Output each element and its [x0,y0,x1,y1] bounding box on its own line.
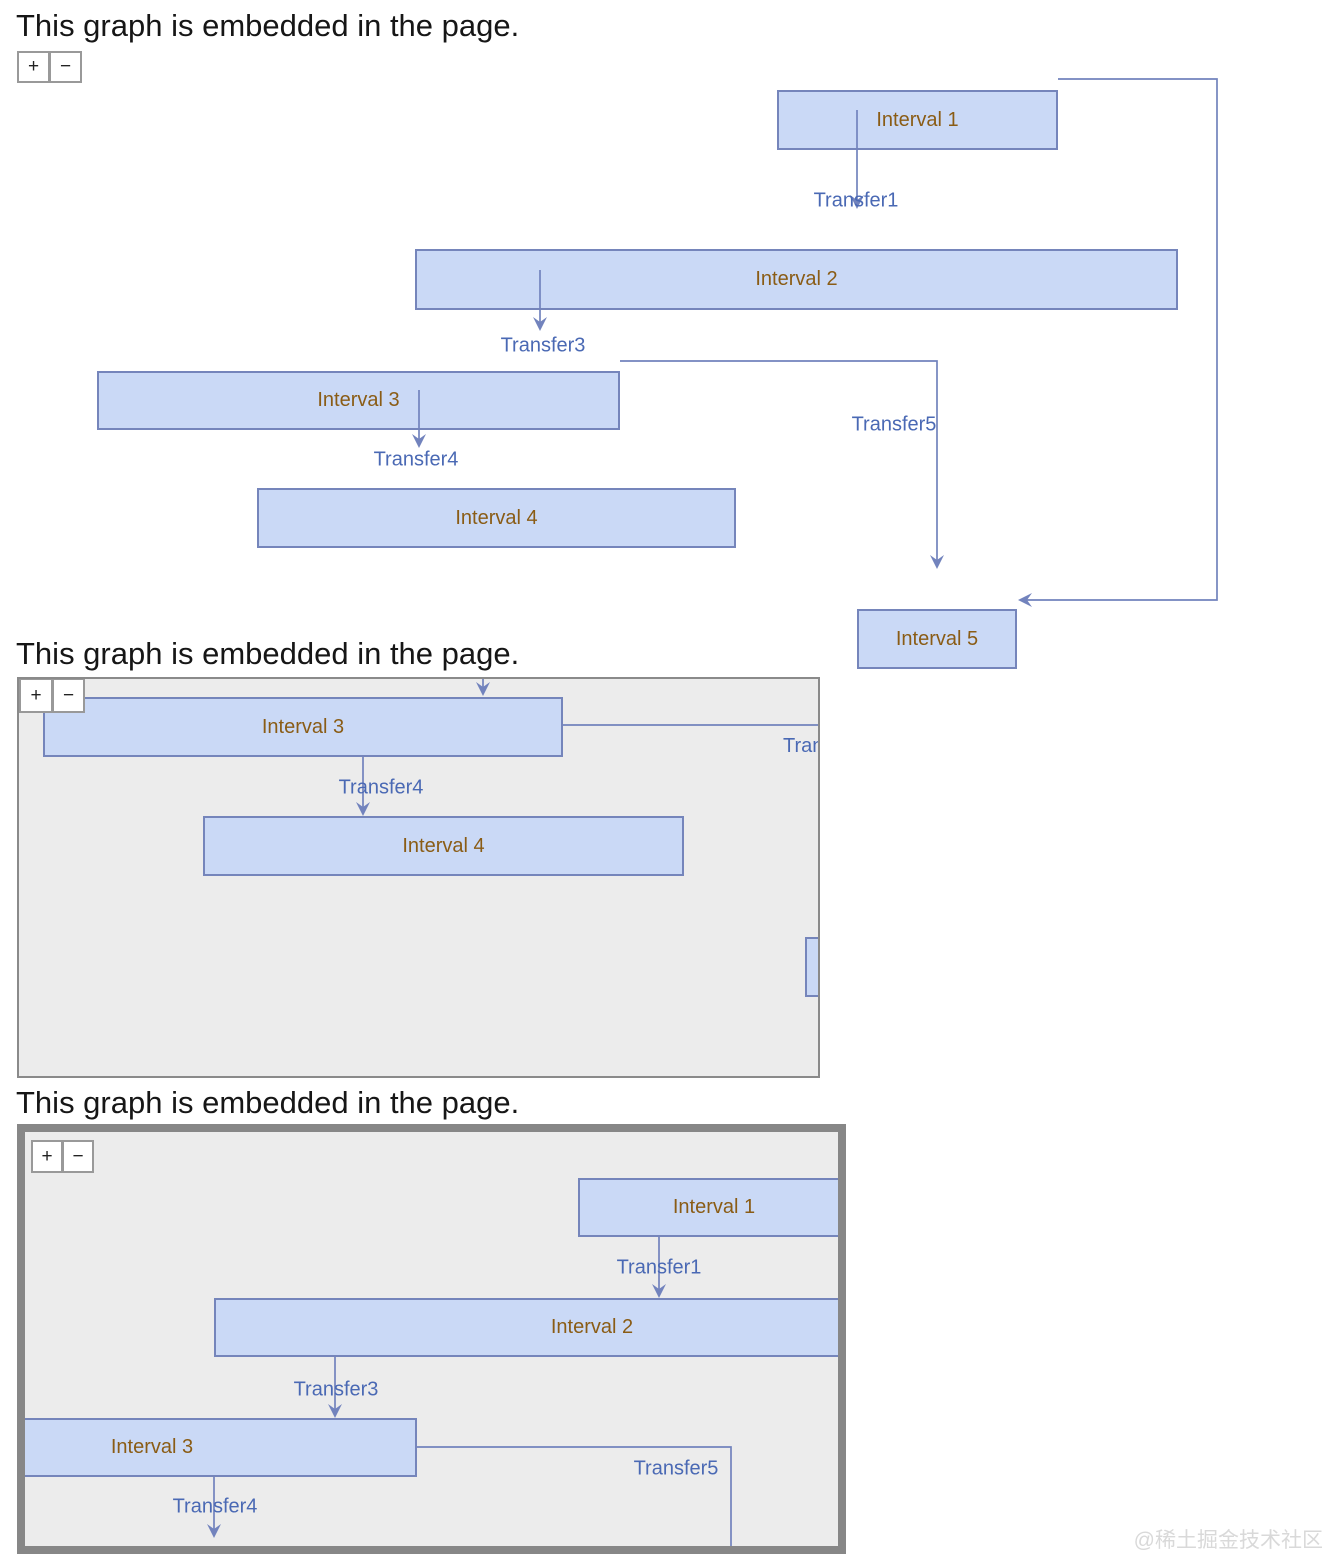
node-label: Interval 2 [755,268,838,290]
graph1-edge-label-transfer1: Transfer1 [813,189,899,212]
graph2-edge-label-transfer4: Transfer4 [338,776,424,799]
graph1-edges [412,78,1218,607]
graph3-node-interval1[interactable]: Interval 1 [578,1178,838,1237]
watermark: @稀土掘金技术社区 [1133,1529,1323,1552]
graph2-edges [356,679,818,816]
graph2-node-interval3[interactable]: Interval 3 [43,697,563,757]
graph3-node-interval2[interactable]: Interval 2 [214,1298,838,1357]
node-label: Interval 2 [550,1316,634,1338]
graph3-edge-label-transfer4: Transfer4 [172,1495,258,1518]
graph1-edge-label-transfer3: Transfer3 [500,334,586,357]
node-label: Interval 1 [876,108,959,131]
zoom-out-button[interactable]: − [62,1140,94,1173]
graph1-node-interval4[interactable]: Interval 4 [257,488,736,548]
graph3-node-interval3[interactable]: Interval 3 [25,1418,417,1477]
node-label: Interval 4 [455,506,538,529]
graph2-canvas[interactable]: Interval 3 Interval 4 Transfer4 Transfer… [17,677,820,1078]
graph1-canvas[interactable]: Interval 1 Interval 2 Interval 3 Interva… [0,40,1326,669]
embedded-graph-heading-1: This graph is embedded in the page. [16,8,520,43]
zoom-in-button[interactable]: + [31,1140,63,1173]
graph1-node-interval2[interactable]: Interval 2 [415,249,1178,310]
graph2-node-interval4[interactable]: Interval 4 [203,816,684,876]
graph3-edge-label-transfer1: Transfer1 [616,1256,702,1279]
embedded-graph-heading-2: This graph is embedded in the page. [16,636,520,671]
graph2-zoom-controls: + − [19,679,85,713]
zoom-out-button[interactable]: − [49,51,82,83]
node-label: Interval 3 [261,715,345,738]
graph1-edge-label-transfer5: Transfer5 [851,413,937,436]
graph2-edge-label-transfer5: Transfer5 [783,735,820,757]
graph2-node-offscreen[interactable] [805,937,818,997]
graph3-edge-label-transfer5: Transfer5 [633,1457,719,1480]
graph1-node-interval5[interactable]: Interval 5 [857,609,1017,669]
graph1-zoom-controls: + − [17,51,82,83]
graph1-edge-label-transfer4: Transfer4 [373,448,459,471]
node-label: Interval 3 [317,389,400,411]
node-label: Interval 1 [672,1196,756,1218]
zoom-in-button[interactable]: + [17,51,50,83]
graph3-canvas[interactable]: Interval 1 Interval 2 Interval 3 Transfe… [17,1124,846,1554]
graph1-node-interval1[interactable]: Interval 1 [777,90,1058,150]
node-label: Interval 5 [895,627,979,650]
graph3-edge-label-transfer3: Transfer3 [293,1378,379,1401]
node-label: Interval 3 [110,1436,194,1458]
graph1-node-interval3[interactable]: Interval 3 [97,371,620,430]
zoom-out-button[interactable]: − [52,679,85,713]
graph3-zoom-controls: + − [31,1140,94,1173]
zoom-in-button[interactable]: + [19,679,53,713]
graph3-edges [207,1237,732,1546]
node-label: Interval 4 [402,834,485,857]
embedded-graph-heading-3: This graph is embedded in the page. [16,1085,520,1120]
